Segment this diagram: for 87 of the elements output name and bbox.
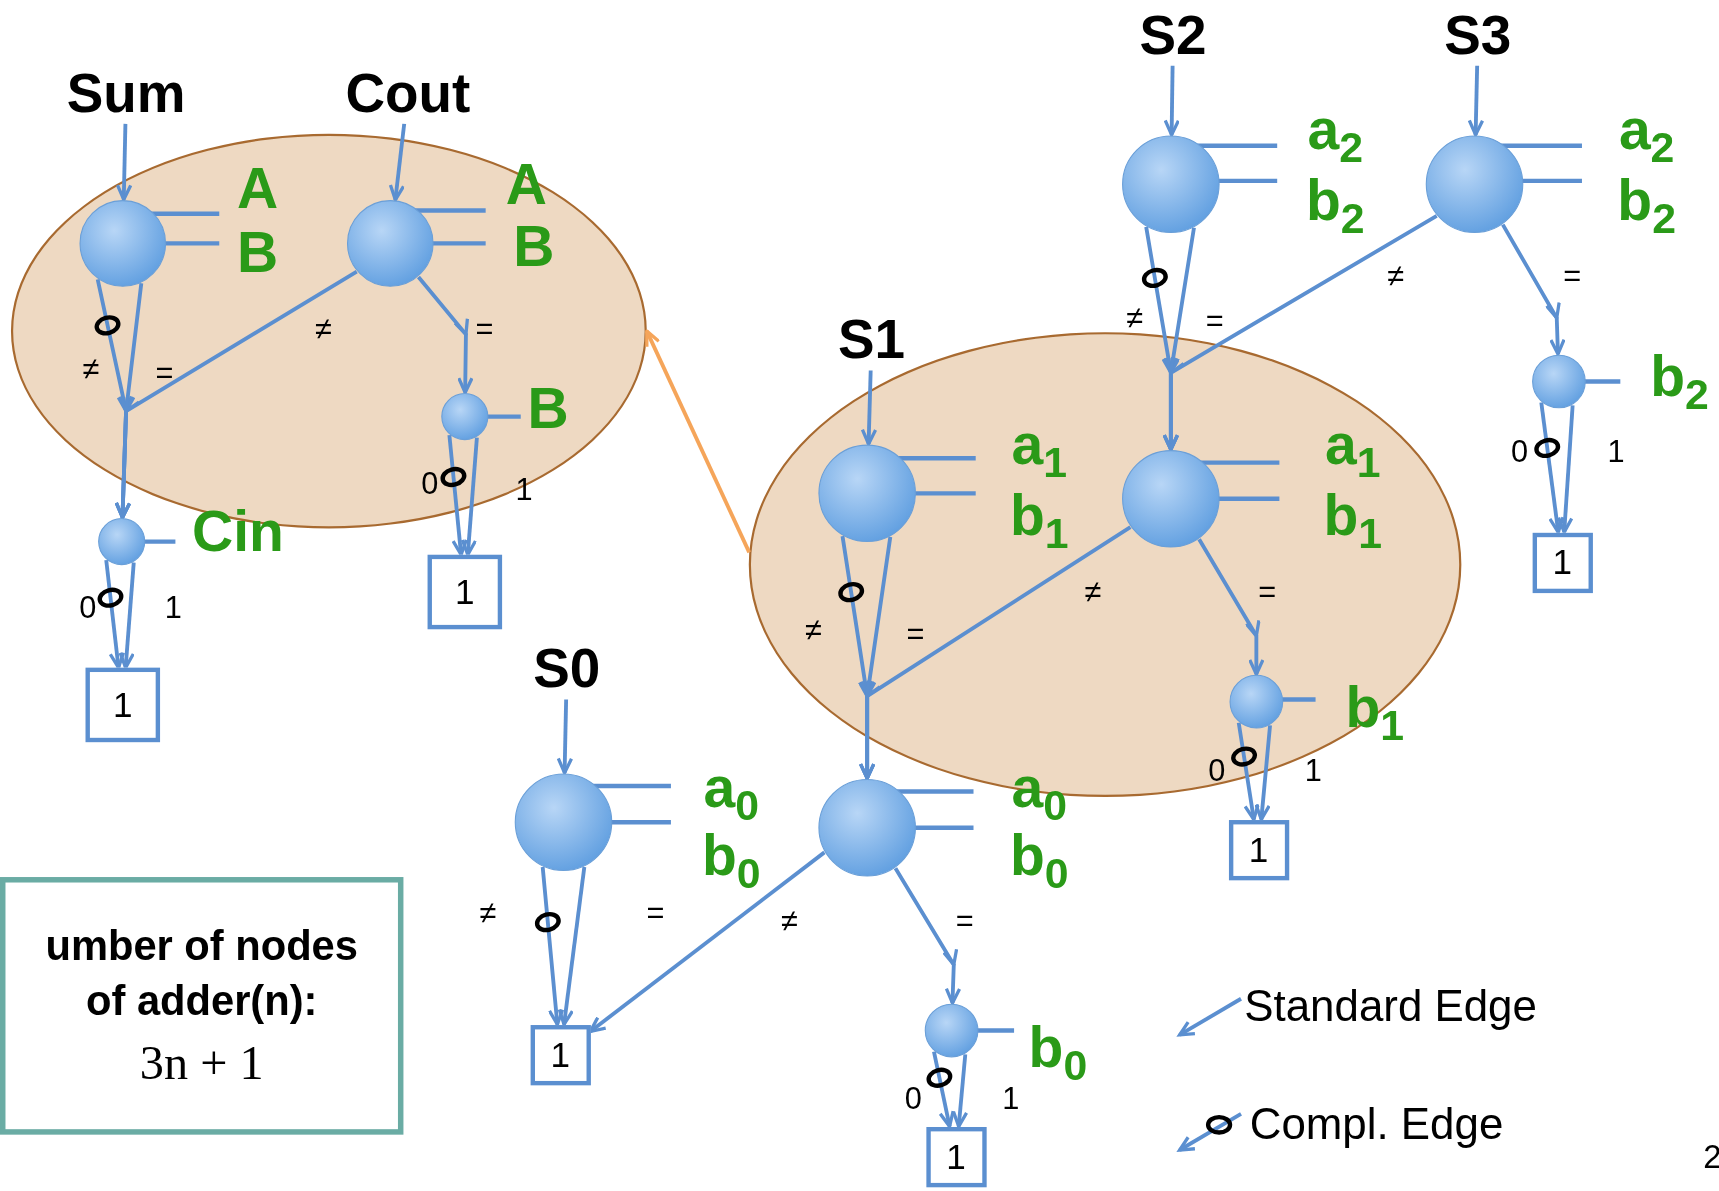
variable-label: B	[527, 379, 569, 437]
edge-label: 0	[1208, 755, 1226, 787]
arrow	[388, 123, 407, 202]
arrow	[556, 699, 574, 775]
description-text: umber of nodes of adder(n):	[44, 922, 359, 1026]
arrow	[932, 1051, 955, 1129]
page-number: 2	[1703, 1140, 1719, 1174]
decision-node	[1121, 449, 1280, 549]
edge-label: =	[155, 357, 174, 389]
edge-label: 0	[421, 469, 439, 500]
edge-label: 1	[164, 593, 182, 624]
output-label: Cout	[345, 65, 471, 121]
edge-label: ≠	[1126, 302, 1144, 334]
legend-text: Standard Edge	[1244, 981, 1537, 1032]
arrow	[588, 850, 826, 1034]
arrow	[540, 866, 565, 1027]
arrow	[557, 866, 587, 1027]
edge-label: 1	[1607, 436, 1625, 467]
terminal-box: 1	[85, 667, 161, 743]
arrow	[460, 437, 479, 557]
arrow	[1236, 722, 1260, 822]
terminal-box: 1	[1532, 532, 1593, 593]
edge-label: ≠	[479, 897, 497, 929]
terminal-box: 1	[530, 1024, 591, 1085]
variable-label: A	[237, 160, 279, 218]
decision-node	[78, 199, 220, 288]
decision-node	[346, 199, 486, 288]
arrow	[1197, 538, 1264, 676]
info-box	[0, 876, 404, 1135]
edge-label: ≠	[315, 313, 332, 345]
decision-node	[97, 517, 176, 566]
decision-node	[1121, 134, 1278, 234]
arrow	[1501, 223, 1565, 356]
output-label: S3	[1444, 7, 1512, 63]
arrow	[417, 275, 473, 394]
edge-label: ≠	[1387, 260, 1404, 292]
edge-label: =	[475, 313, 494, 345]
decision-node	[817, 444, 976, 543]
arrow	[1254, 725, 1272, 822]
edge-label: 0	[79, 593, 97, 624]
variable-label: B	[237, 223, 279, 281]
arrow	[645, 329, 751, 554]
terminal-box: 1	[925, 1126, 987, 1187]
edge-label: ≠	[780, 905, 798, 937]
arrow	[1163, 65, 1181, 137]
terminal-box: 1	[1228, 819, 1289, 880]
arrow	[447, 434, 468, 557]
output-label: S1	[838, 312, 906, 368]
decision-node	[1425, 134, 1582, 234]
edge-label: 1	[1304, 755, 1322, 787]
arrow	[1539, 402, 1565, 534]
edge-label: 0	[904, 1084, 922, 1115]
decision-node	[514, 772, 671, 872]
edge-label: 1	[1002, 1084, 1020, 1115]
edge-label: =	[1563, 260, 1582, 292]
edge-label: =	[1258, 576, 1277, 608]
legend-text: Compl. Edge	[1249, 1099, 1504, 1149]
output-label: S2	[1139, 7, 1207, 63]
variable-label: Cin	[192, 503, 284, 561]
arrow	[951, 1054, 969, 1129]
decision-node	[924, 1003, 1015, 1058]
edge-label: =	[646, 897, 665, 929]
edge-label: =	[906, 618, 925, 649]
arrow	[115, 269, 358, 518]
edge-label: ≠	[805, 615, 822, 646]
decision-node	[1228, 674, 1316, 730]
formula-text: 3n + 1	[139, 1034, 264, 1091]
output-label: S0	[533, 641, 601, 697]
edge-label: ≠	[82, 354, 100, 385]
arrow	[1467, 65, 1485, 137]
edge-label: =	[955, 905, 974, 937]
edge-label: =	[1205, 305, 1224, 337]
arrow	[1163, 214, 1438, 450]
arrow	[104, 559, 126, 670]
edge-label: ≠	[1084, 576, 1102, 608]
arrow	[1556, 405, 1575, 534]
decision-node	[1531, 354, 1621, 409]
decision-node	[817, 778, 974, 878]
arrow	[118, 562, 136, 670]
variable-label: B	[513, 218, 555, 276]
edge-label: 0	[1510, 436, 1528, 467]
decision-node	[440, 392, 521, 441]
terminal-box: 1	[427, 554, 503, 630]
arrow	[893, 867, 961, 1004]
arrow	[859, 525, 1132, 779]
output-label: Sum	[66, 65, 186, 121]
arrow	[115, 123, 133, 202]
